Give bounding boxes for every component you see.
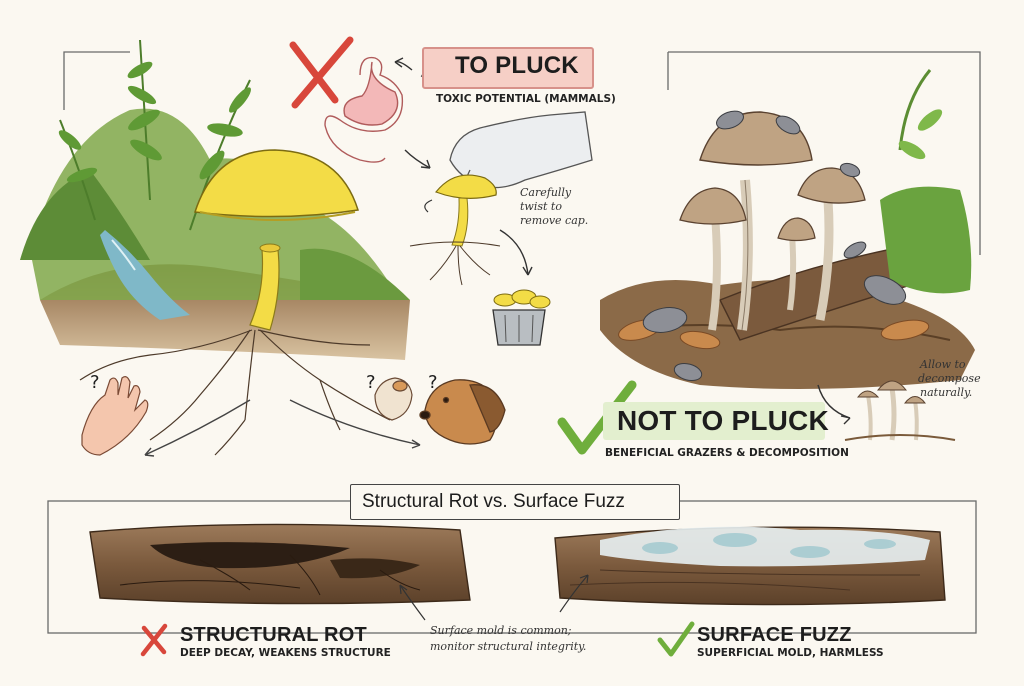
rotting-log: [89, 523, 471, 605]
decompose-arrow: [817, 384, 851, 425]
dog-head: [419, 379, 506, 445]
question-mark-hand: ?: [90, 372, 100, 393]
fuzzy-log: [554, 526, 946, 606]
center-note-1: Surface mold is common;: [430, 624, 572, 637]
roots: [79, 329, 391, 456]
pluck-instruction-2: twist to: [520, 200, 562, 213]
center-note-2: monitor structural integrity.: [430, 640, 587, 653]
small-roots: [409, 241, 501, 286]
not-to-pluck-label-box: [603, 402, 825, 440]
decompose-note-1: Allow to: [920, 358, 966, 371]
to-pluck-title: TO PLUCK: [455, 52, 579, 79]
stream: [100, 230, 190, 320]
small-yellow-mushroom: [424, 174, 497, 247]
green-check-small: [657, 621, 695, 657]
left-panel-frame: [63, 51, 130, 110]
to-pluck-subtitle: TOXIC POTENTIAL (MAMMALS): [436, 93, 616, 105]
surface-fuzz-title: SURFACE FUZZ: [697, 624, 852, 646]
question-mark-dog: ?: [428, 372, 438, 393]
question-mark-paw: ?: [366, 372, 376, 393]
pluck-arrows: [394, 57, 533, 276]
moss-and-ferns: [20, 39, 410, 300]
surface-fuzz-subtitle: SUPERFICIAL MOLD, HARMLESS: [697, 647, 884, 659]
structural-rot-title: STRUCTURAL ROT: [180, 624, 367, 646]
not-to-pluck-title: NOT TO PLUCK: [617, 405, 829, 436]
human-hand: [81, 376, 149, 456]
dog-paw: [374, 377, 413, 421]
collection-bin: [492, 289, 551, 346]
decompose-note-2: decompose: [918, 372, 981, 385]
not-to-pluck-subtitle: BENEFICIAL GRAZERS & DECOMPOSITION: [605, 447, 849, 459]
decompose-note-3: naturally.: [920, 386, 973, 399]
pluck-instruction-3: remove cap.: [520, 214, 589, 227]
ferns-right: [880, 69, 972, 294]
right-panel-frame: [667, 51, 981, 255]
pluck-instruction-1: Carefully: [520, 186, 572, 199]
red-x-small: [140, 623, 168, 657]
yellow-mushroom: [194, 149, 359, 331]
center-note-arrows: [399, 574, 589, 621]
structural-rot-subtitle: DEEP DECAY, WEAKENS STRUCTURE: [180, 647, 391, 659]
curiosity-arrows: [144, 399, 421, 457]
to-pluck-label-box: [422, 47, 594, 89]
comparison-title: Structural Rot vs. Surface Fuzz: [362, 491, 625, 512]
small-brown-mushrooms: [844, 380, 956, 441]
red-x-mark: [289, 36, 354, 109]
stomach-icon: [324, 56, 404, 163]
woodlice: [642, 110, 907, 382]
comparison-title-box: [350, 484, 680, 520]
